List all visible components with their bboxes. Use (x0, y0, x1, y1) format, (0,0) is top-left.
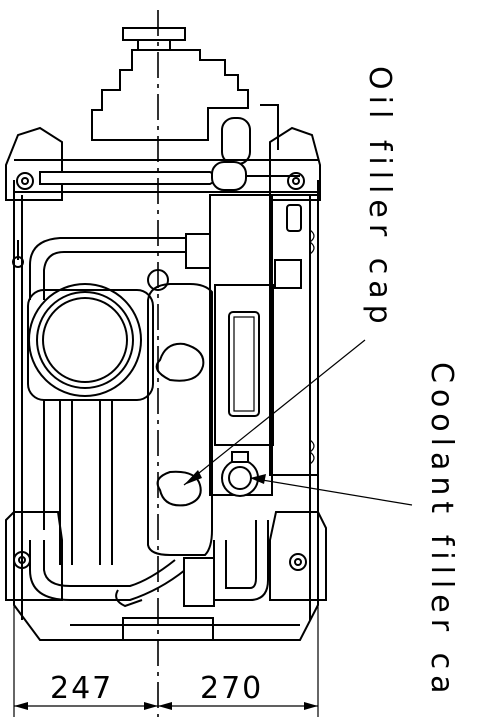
lifting-bracket-bottom-left (5, 511, 63, 601)
bracket-cross-rail (14, 159, 318, 193)
oil-filler-cap-label: Oil filler cap (362, 66, 397, 330)
lower-coolant-pipe (29, 520, 269, 608)
lifting-bracket-top-left (5, 126, 63, 201)
valve-cover (147, 269, 213, 556)
leader-lines (183, 339, 413, 506)
dimension-lines (13, 600, 319, 717)
lifting-bracket-top-right (269, 126, 321, 201)
oil-dipstick-tube (39, 171, 217, 185)
oil-sump (122, 617, 214, 641)
top-housing-outline (91, 27, 279, 165)
coolant-filler-cap-label: Coolant filler ca (424, 362, 459, 699)
air-filter-circle (27, 283, 154, 565)
lifting-bracket-bottom-right (269, 511, 327, 601)
coolant-filler-cap (221, 451, 259, 497)
dimension-right-label: 270 (200, 671, 263, 706)
dimension-left-label: 247 (50, 671, 113, 706)
intake-pipe (12, 233, 211, 300)
